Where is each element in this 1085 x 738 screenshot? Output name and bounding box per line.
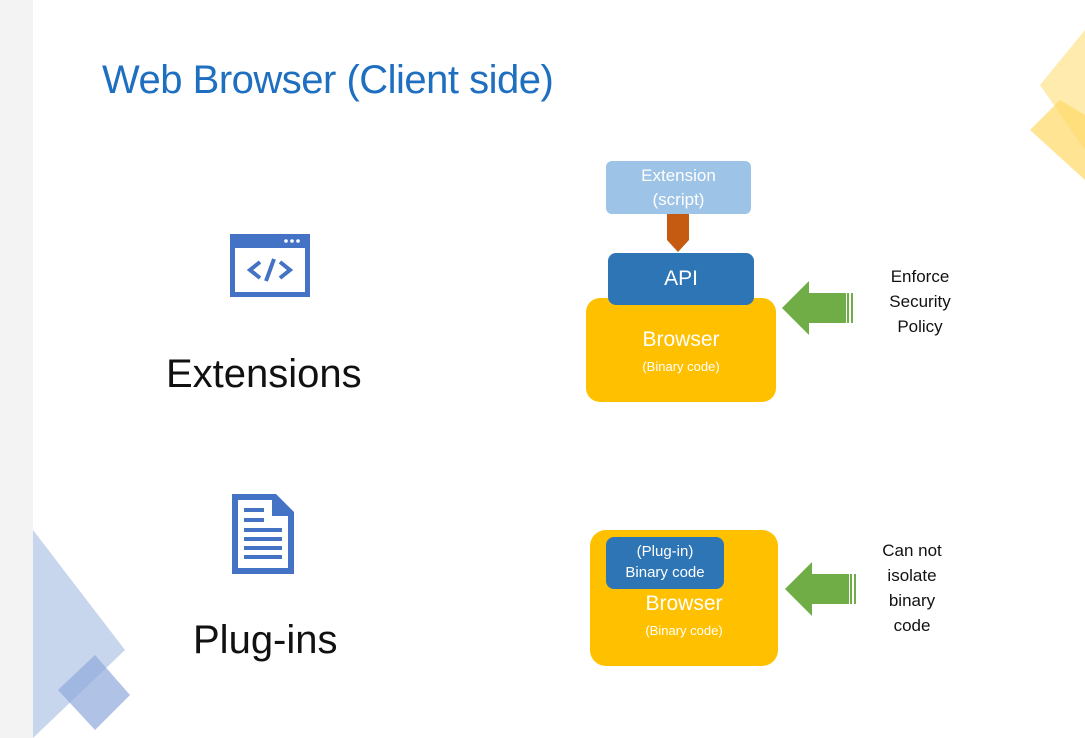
extensions-label: Extensions xyxy=(166,352,362,396)
connector-arrow-down xyxy=(667,214,689,252)
note-line: isolate xyxy=(887,566,937,585)
plugin-binary-box: (Plug-in) Binary code xyxy=(606,537,724,589)
extension-script-box: Extension (script) xyxy=(606,161,751,214)
extension-line-2: (script) xyxy=(652,190,705,209)
note-line: Can not xyxy=(882,541,942,560)
code-window-icon xyxy=(230,234,310,297)
note-line: Security xyxy=(889,292,951,311)
deco-diamond-bottom-left xyxy=(58,655,130,730)
left-gutter xyxy=(0,0,33,738)
note-line: code xyxy=(893,616,931,635)
browser-box-extensions xyxy=(586,298,776,402)
document-icon xyxy=(232,494,294,574)
note-line: Enforce xyxy=(890,267,950,286)
cannot-isolate-note: Can not isolate binary code xyxy=(862,538,962,638)
isolate-arrow-icon xyxy=(785,562,856,616)
enforce-arrow-icon xyxy=(782,281,853,335)
page-title: Web Browser (Client side) xyxy=(102,58,554,102)
plugin-line-1: (Plug-in) xyxy=(636,543,694,560)
browser-label-plugins: Browser xyxy=(645,592,723,615)
extension-line-1: Extension xyxy=(641,166,716,185)
browser-sub-plugins: (Binary code) xyxy=(645,623,723,638)
note-line: Policy xyxy=(897,317,943,336)
browser-sub-extensions: (Binary code) xyxy=(642,359,720,374)
note-line: binary xyxy=(888,591,936,610)
deco-triangle-bottom-left xyxy=(33,530,125,738)
plugins-label: Plug-ins xyxy=(193,618,338,662)
deco-diamond-top-right-2 xyxy=(1030,100,1085,180)
api-box: API xyxy=(608,253,754,305)
enforce-security-note: Enforce Security Policy xyxy=(870,264,970,339)
plugin-line-2: Binary code xyxy=(625,564,705,581)
browser-label-extensions: Browser xyxy=(642,328,720,351)
